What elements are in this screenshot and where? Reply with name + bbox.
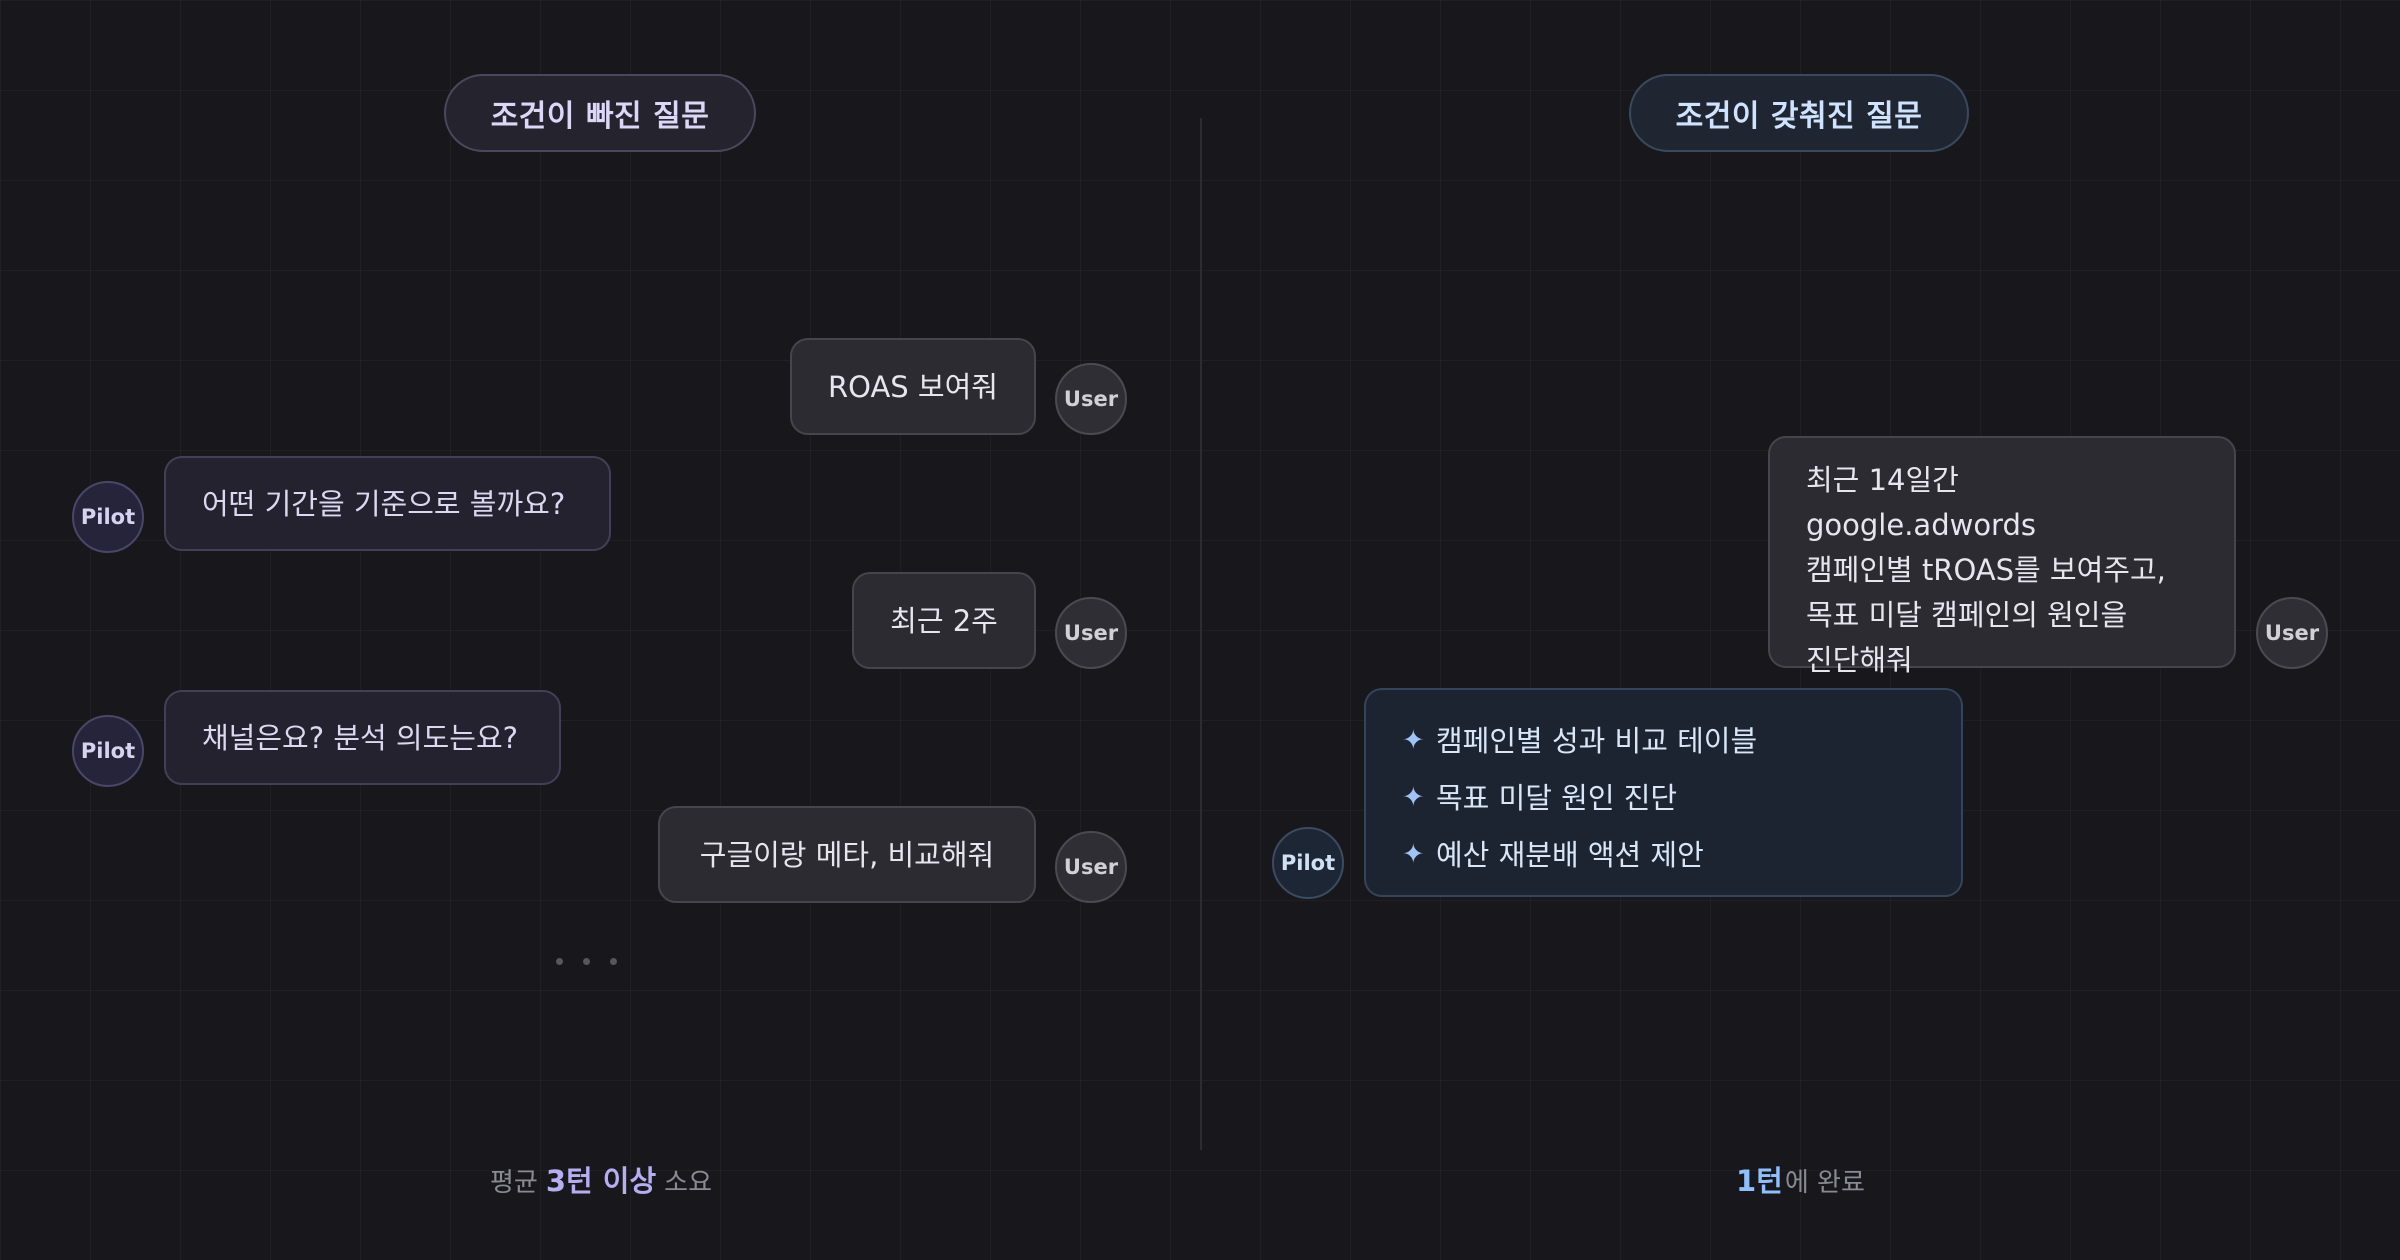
ellipsis-dots [556,958,617,965]
footer-highlight: 3턴 이상 [545,1164,657,1198]
message-line: 진단해줘 [1806,643,1913,677]
footer-suffix: 에 완료 [1784,1168,1865,1198]
response-item-text: 캠페인별 성과 비교 테이블 [1436,723,1758,758]
footer-suffix: 소요 [664,1168,713,1198]
pilot-message-bubble: 채널은요? 분석 의도는요? [164,690,561,785]
left-header-pill: 조건이 빠진 질문 [444,74,756,152]
right-header-pill: 조건이 갖춰진 질문 [1629,74,1969,152]
pilot-message-bubble: 어떤 기간을 기준으로 볼까요? [164,456,611,551]
message-line: 캠페인별 tROAS를 보여주고, [1806,553,2166,587]
user-message-bubble: ROAS 보여줘 [790,338,1036,435]
left-footer: 평균 3턴 이상 소요 [490,1158,712,1200]
response-item-text: 예산 재분배 액션 제안 [1436,837,1704,872]
user-message-bubble: 최근 14일간 google.adwords 캠페인별 tROAS를 보여주고,… [1768,436,2236,677]
sparkle-icon: ✦ [1402,838,1425,870]
user-message-bubble: 구글이랑 메타, 비교해줘 [658,806,1036,903]
pilot-avatar: Pilot [72,481,144,553]
response-item-text: 목표 미달 원인 진단 [1436,780,1678,815]
message-line: 최근 14일간 google.adwords [1806,463,2036,542]
user-avatar: User [2256,597,2328,669]
response-list-item: ✦ 목표 미달 원인 진단 [1402,769,1925,826]
right-footer: 1턴 에 완료 [1736,1158,1865,1200]
pilot-response-bubble: ✦ 캠페인별 성과 비교 테이블 ✦ 목표 미달 원인 진단 ✦ 예산 재분배 … [1364,688,1963,897]
user-avatar: User [1055,363,1127,435]
center-divider [1200,118,1202,1150]
user-avatar: User [1055,831,1127,903]
pilot-avatar: Pilot [1272,827,1344,899]
response-list-item: ✦ 캠페인별 성과 비교 테이블 [1402,712,1925,769]
message-line: 목표 미달 캠페인의 원인을 [1806,598,2128,632]
sparkle-icon: ✦ [1402,724,1425,756]
pilot-avatar: Pilot [72,715,144,787]
response-list-item: ✦ 예산 재분배 액션 제안 [1402,826,1925,883]
sparkle-icon: ✦ [1402,781,1425,813]
user-avatar: User [1055,597,1127,669]
footer-prefix: 평균 [490,1168,538,1198]
footer-highlight: 1턴 [1736,1164,1783,1198]
user-message-bubble: 최근 2주 [852,572,1036,669]
